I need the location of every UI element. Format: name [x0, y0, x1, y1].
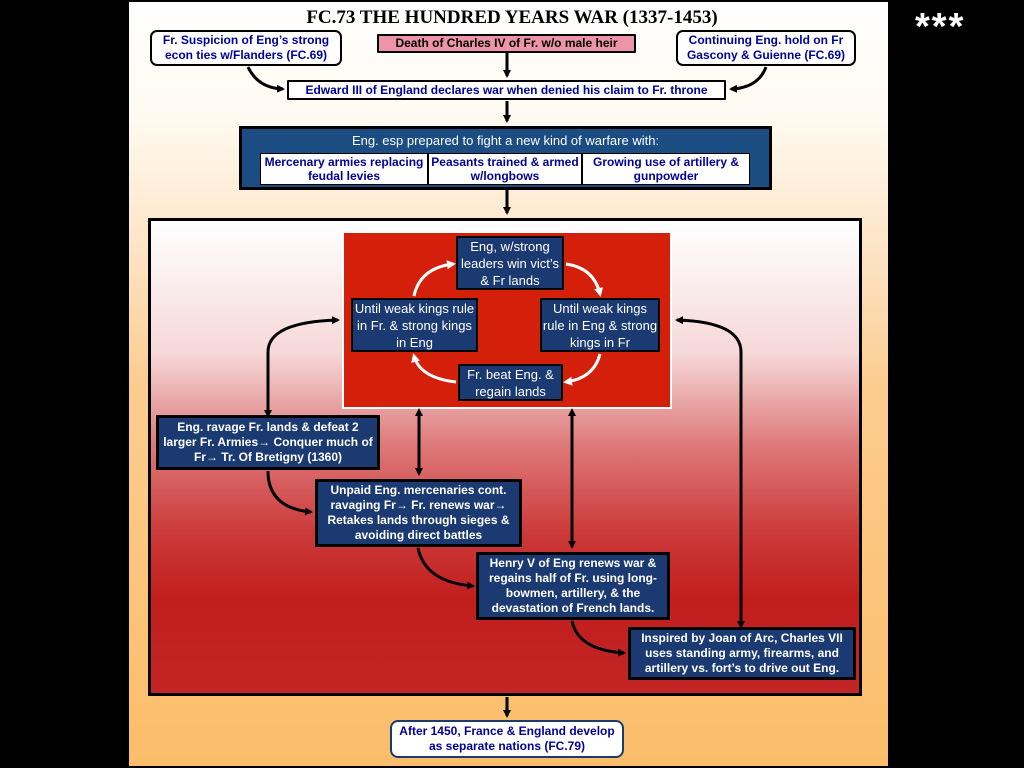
phase-mercenaries: Unpaid Eng. mercenaries cont. ravaging F…: [315, 479, 522, 547]
warfare-label: Eng. esp prepared to fight a new kind of…: [351, 133, 660, 148]
cause-charles-iv: Death of Charles IV of Fr. w/o male heir: [377, 34, 636, 53]
cycle-weak-kings-fr: Until weak kings rule in Fr. & strong ki…: [351, 298, 478, 352]
warfare-item-artillery: Growing use of artillery & gunpowder: [582, 153, 750, 185]
importance-stars: ***: [915, 6, 966, 48]
cycle-weak-kings-eng: Until weak kings rule in Eng & strong ki…: [540, 298, 660, 352]
phase-joan-of-arc: Inspired by Joan of Arc, Charles VII use…: [628, 627, 856, 680]
arrow-gascony-to-declaration: [729, 66, 768, 93]
cause-gascony: Continuing Eng. hold on Fr Gascony & Gui…: [676, 30, 856, 66]
cycle-fr-regains: Fr. beat Eng. & regain lands: [458, 364, 563, 401]
cycle-eng-wins: Eng, w/strong leaders win vict’s & Fr la…: [456, 236, 564, 290]
warfare-item-longbows: Peasants trained & armed w/longbows: [428, 153, 582, 185]
warfare-item-mercenaries: Mercenary armies replacing feudal levies: [260, 153, 428, 185]
arrow-phase1-to-phase2: [266, 470, 313, 516]
cause-flanders: Fr. Suspicion of Eng’s strong econ ties …: [150, 30, 342, 66]
cycle-arrow-right-to-bottom: [563, 353, 602, 386]
phase-henry-v: Henry V of Eng renews war & regains half…: [476, 552, 670, 620]
warfare-band: Eng. esp prepared to fight a new kind of…: [239, 126, 772, 190]
cycle-arrow-top-to-right: [565, 262, 604, 297]
arrow-phase3-to-phase4: [570, 620, 626, 657]
arrow-flanders-to-declaration: [246, 66, 285, 93]
cycle-arrow-left-to-top: [412, 260, 456, 297]
arrow-phase2-to-phase3: [416, 547, 475, 590]
outcome-box: After 1450, France & England develop as …: [390, 720, 624, 758]
arrow-phase1-cycle: [264, 316, 340, 418]
cycle-arrow-bottom-to-left: [411, 353, 457, 384]
declaration-box: Edward III of England declares war when …: [287, 80, 726, 100]
arrow-cycle-phase4: [675, 316, 745, 629]
page-title: FC.73 THE HUNDRED YEARS WAR (1337-1453): [306, 7, 718, 28]
